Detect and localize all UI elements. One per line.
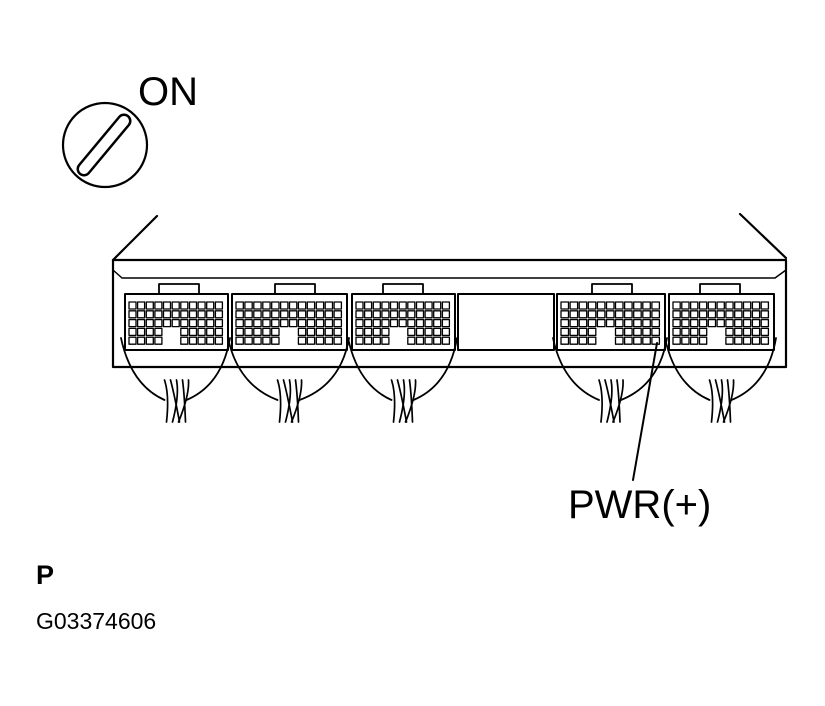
connector-c5 <box>664 283 777 423</box>
ecu-housing <box>111 212 788 369</box>
connector-pins <box>355 301 451 345</box>
connector-c4 <box>552 283 668 423</box>
connector-pins <box>560 301 661 345</box>
ignition-on-label: ON <box>138 70 198 114</box>
wire-harness <box>227 337 350 423</box>
probe-leader <box>632 342 658 481</box>
section-label: P <box>36 560 55 590</box>
figure-code: G03374606 <box>36 608 157 634</box>
connector-group <box>120 283 777 423</box>
wire-harness <box>552 337 668 423</box>
connector-pins <box>128 301 224 345</box>
connector-pins <box>235 301 343 345</box>
pwr-terminal-label: PWR(+) <box>568 483 712 527</box>
connector-c1 <box>120 283 231 423</box>
ignition-switch-icon <box>61 101 149 189</box>
connector-c3 <box>347 283 458 423</box>
connector-c2 <box>227 283 350 423</box>
wire-harness <box>120 337 231 423</box>
wire-harness <box>664 337 777 423</box>
connector-pins <box>672 301 770 345</box>
wire-harness <box>347 337 458 423</box>
